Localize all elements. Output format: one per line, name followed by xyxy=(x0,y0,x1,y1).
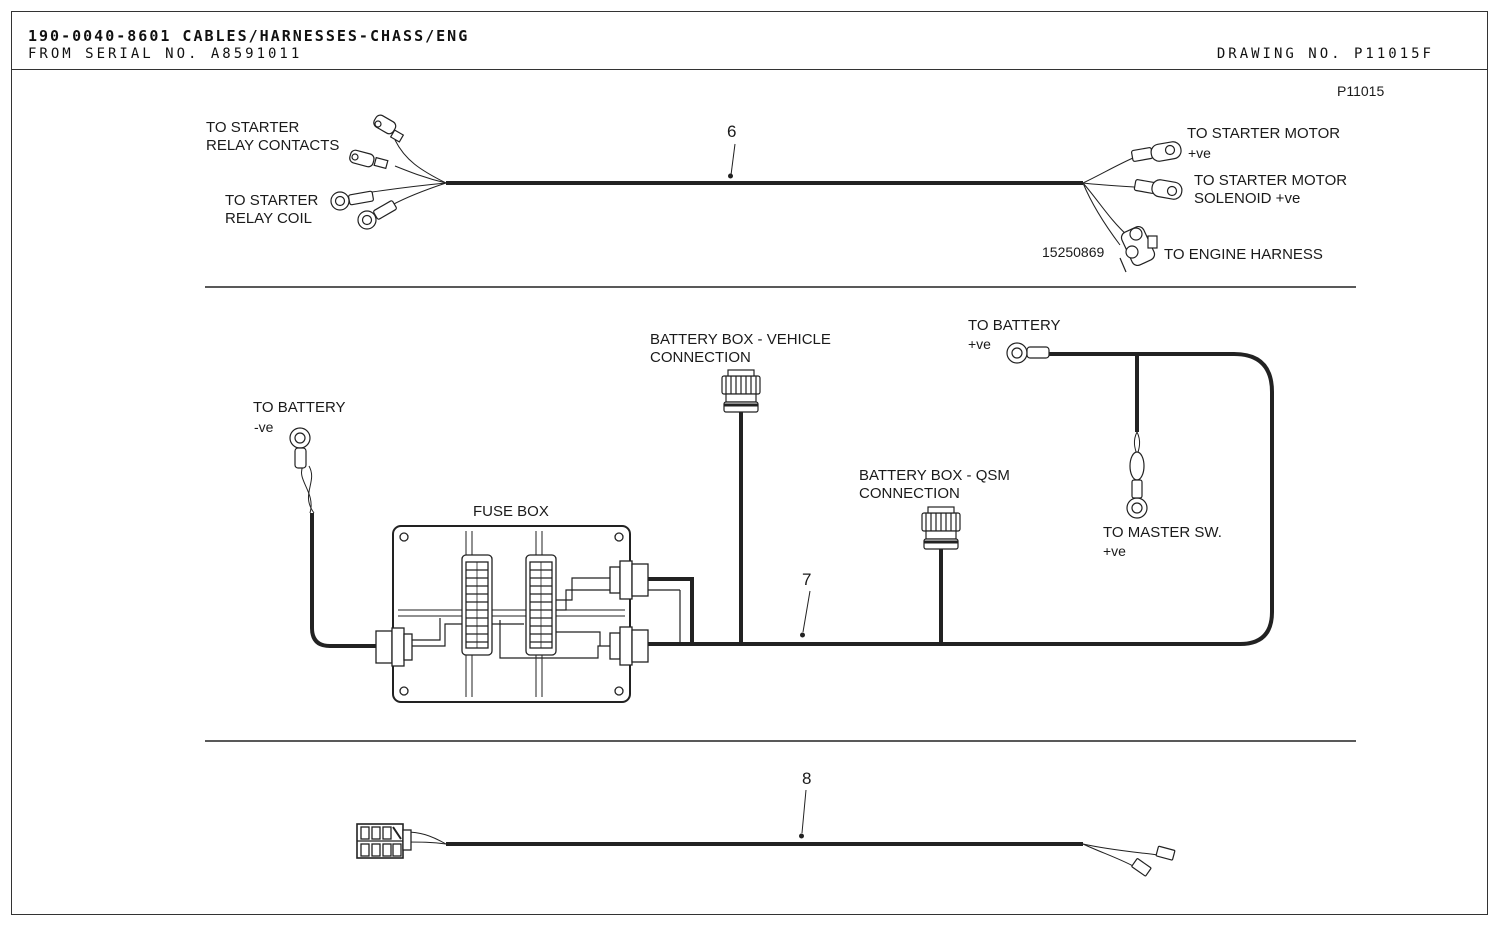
master-sw-ring xyxy=(1126,451,1148,519)
fuse-box-upper-outlet-wire xyxy=(648,577,694,644)
relay-coil-ring-1 xyxy=(330,190,374,211)
drawing-title: 190-0040-8601 CABLES/HARNESSES-CHASS/ENG xyxy=(28,27,470,45)
engine-harness-connector xyxy=(1119,225,1158,273)
item-6-leader xyxy=(730,143,736,176)
item-7-number: 7 xyxy=(802,570,812,589)
vehicle-connection-connector xyxy=(721,369,761,413)
starter-motor-lug xyxy=(1131,141,1182,162)
serial-number: FROM SERIAL NO. A8591011 xyxy=(28,46,303,62)
harness-8-terminal-2 xyxy=(1131,858,1152,877)
item-8-leader-dot xyxy=(799,833,804,839)
drawing-number: DRAWING NO. P11015F xyxy=(1216,46,1434,62)
label-starter-relay-contacts: TO STARTER RELAY CONTACTS xyxy=(206,119,340,154)
label-battery-pos: TO BATTERY xyxy=(968,317,1061,334)
harness-7 xyxy=(289,342,1274,703)
relay-contact-lug-1 xyxy=(373,114,405,143)
header-separator xyxy=(11,69,1488,70)
label-battery-pos-ve: +ve xyxy=(968,336,991,352)
fuse-box-gland-right-lower xyxy=(609,626,649,666)
harness-7-trunk xyxy=(648,352,1274,646)
label-battery-neg: TO BATTERY xyxy=(253,399,346,416)
label-fuse-box: FUSE BOX xyxy=(473,503,549,520)
battery-pos-ring xyxy=(1006,342,1050,364)
harness-6 xyxy=(330,114,1183,273)
harness-8 xyxy=(356,823,1176,877)
harness-6-right-wire-3 xyxy=(1082,182,1129,237)
label-master-sw-ve: +ve xyxy=(1103,543,1126,559)
item-8-leader xyxy=(801,789,807,834)
label-starter-relay-coil: TO STARTER RELAY COIL xyxy=(225,192,319,227)
harness-6-right-wire-4 xyxy=(1082,182,1121,246)
harness-8-right-wire-1 xyxy=(1082,843,1159,856)
fuse-box-gland-right-upper xyxy=(609,560,649,600)
relay-coil-ring-2 xyxy=(357,200,397,230)
harness-6-left-wire-1 xyxy=(394,139,447,184)
label-qsm-connection: BATTERY BOX - QSM CONNECTION xyxy=(859,467,1010,502)
item-7-leader xyxy=(802,590,811,633)
fuse-block-1 xyxy=(461,554,493,656)
label-engine-harness: TO ENGINE HARNESS xyxy=(1164,246,1323,263)
label-vehicle-connection: BATTERY BOX - VEHICLE CONNECTION xyxy=(650,331,831,366)
harness-6-left-wire-2 xyxy=(394,165,447,184)
label-master-sw: TO MASTER SW. xyxy=(1103,524,1222,541)
label-starter-motor-ve: +ve xyxy=(1188,145,1211,161)
relay-contact-lug-2 xyxy=(349,149,389,170)
battery-neg-wire xyxy=(310,513,377,648)
starter-solenoid-lug xyxy=(1133,179,1183,200)
harness-8-terminal-1 xyxy=(1155,845,1176,861)
fuse-box xyxy=(375,525,649,703)
harness-8-right-wire-2 xyxy=(1082,843,1134,867)
harness-8-connector xyxy=(356,823,412,859)
item-6-number: 6 xyxy=(727,122,737,141)
item-6-leader-dot xyxy=(728,173,733,179)
item-8-number: 8 xyxy=(802,769,812,788)
item-7-leader-dot xyxy=(800,632,805,638)
qsm-connection-connector xyxy=(921,506,961,550)
harness-6-left-wire-3 xyxy=(371,182,447,193)
figure-reference: P11015 xyxy=(1337,83,1385,99)
label-starter-solenoid: TO STARTER MOTOR SOLENOID +ve xyxy=(1194,172,1348,207)
harness-6-left-wire-4 xyxy=(391,182,447,206)
engine-harness-part-number: 15250869 xyxy=(1042,244,1105,260)
harness-6-right-wire-1 xyxy=(1082,157,1134,184)
drawing-frame xyxy=(11,11,1488,915)
label-battery-neg-ve: -ve xyxy=(254,419,274,435)
fuse-box-gland-left xyxy=(375,627,413,667)
harness-6-right-wire-2 xyxy=(1082,182,1136,188)
battery-neg-ring xyxy=(289,427,311,469)
fuse-block-2 xyxy=(525,554,557,656)
label-starter-motor: TO STARTER MOTOR xyxy=(1187,125,1341,142)
